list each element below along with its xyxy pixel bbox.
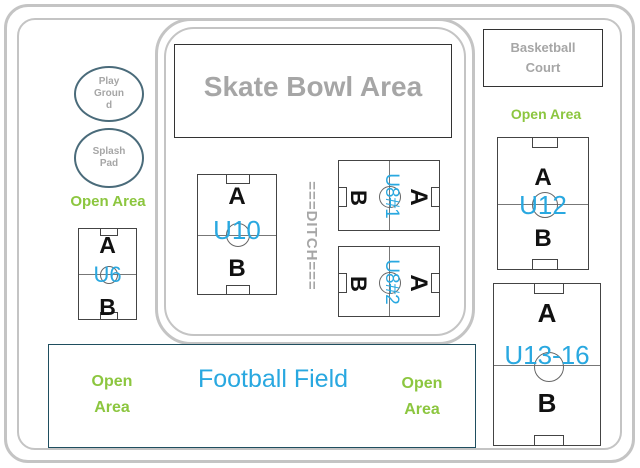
u12-side-a: A xyxy=(534,164,552,191)
u8-1-side-b: B xyxy=(346,190,371,206)
u8-1-label: U8#1 xyxy=(381,173,402,219)
skate-bowl-label: Skate Bowl Area xyxy=(203,71,423,102)
field-u12: A B U12 xyxy=(497,137,589,270)
skate-bowl-area: Skate Bowl Area xyxy=(174,44,452,138)
central-area-outer-ring xyxy=(155,18,475,345)
central-area-inner-ring xyxy=(164,27,466,336)
splash-pad-label-1: Splash xyxy=(92,146,126,157)
open-area-bottom-left: Open Area xyxy=(91,373,133,416)
u10-label: U10 xyxy=(213,215,261,245)
u13-16-side-b: B xyxy=(537,388,557,418)
playground-label-2: Groun xyxy=(94,88,124,99)
playground-label-1: Play xyxy=(98,76,120,87)
basketball-court: Basketball Court xyxy=(483,29,603,87)
field-u13-16: A B U13-16 xyxy=(493,283,601,446)
u6-side-a: A xyxy=(99,232,116,258)
playground: Play Groun d xyxy=(74,66,144,122)
u6-side-b: B xyxy=(99,294,116,320)
u12-label: U12 xyxy=(519,190,567,220)
field-u8-2: A B U8#2 xyxy=(338,246,440,317)
field-u6: A B U6 xyxy=(78,228,137,320)
u8-2-label: U8#2 xyxy=(381,259,402,305)
playground-label-3: d xyxy=(105,100,113,111)
basketball-label-line2: Court xyxy=(525,60,561,75)
u8-1-side-a: A xyxy=(405,188,432,206)
park-outer-boundary xyxy=(4,4,635,463)
football-field: Football Field Open Area Open Area xyxy=(48,344,476,448)
ditch-label: ===DITCH=== xyxy=(303,181,320,291)
u8-2-side-a: A xyxy=(405,274,432,292)
football-field-label: Football Field xyxy=(197,365,349,393)
field-u8-1: A B U8#1 xyxy=(338,160,440,231)
field-u10: A B U10 xyxy=(197,174,277,295)
splash-pad-label-2: Pad xyxy=(99,158,119,169)
basketball-label-line1: Basketball xyxy=(510,40,576,55)
open-area-left: Open Area xyxy=(70,193,146,210)
u13-16-label: U13-16 xyxy=(504,340,590,370)
open-area-right-top: Open Area xyxy=(510,106,582,122)
u10-side-a: A xyxy=(228,183,246,210)
open-area-bottom-right: Open Area xyxy=(401,375,443,418)
splash-pad: Splash Pad xyxy=(74,128,144,188)
u8-2-side-b: B xyxy=(346,276,371,292)
u6-label: U6 xyxy=(93,262,122,287)
u12-side-b: B xyxy=(534,225,552,252)
u13-16-side-a: A xyxy=(537,298,557,328)
u10-side-b: B xyxy=(228,255,246,282)
